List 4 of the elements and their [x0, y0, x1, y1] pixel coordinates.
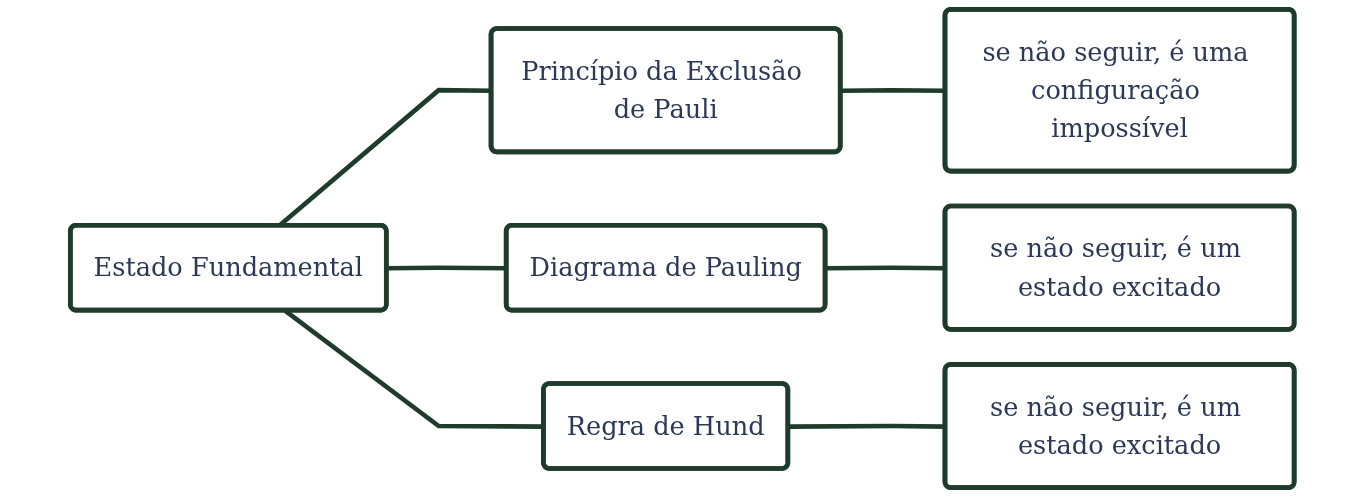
connector [825, 265, 946, 271]
connector [386, 265, 507, 271]
connector [840, 87, 946, 94]
connector [788, 423, 946, 429]
